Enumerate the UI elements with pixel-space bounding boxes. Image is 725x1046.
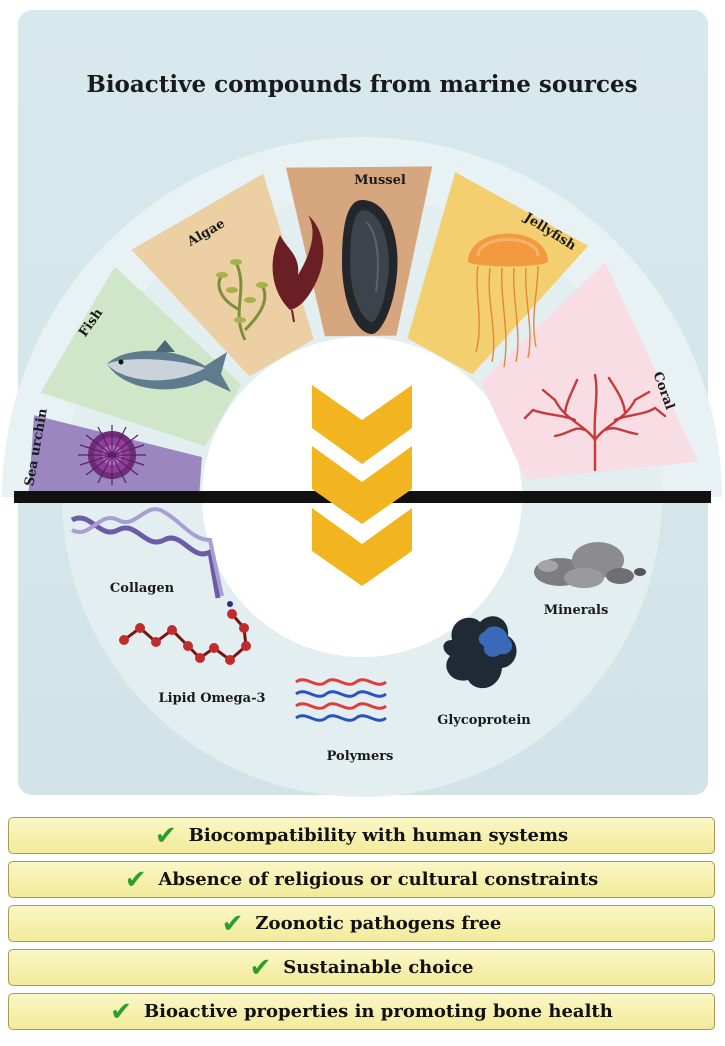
benefits-list: ✔ Biocompatibility with human systems ✔ … [8, 817, 715, 1037]
omega3-molecule-icon [119, 601, 251, 665]
collagen-helix-icon [70, 507, 224, 599]
source-label-mussel: Mussel [354, 173, 406, 188]
sea-urchin-icon [78, 425, 146, 485]
compound-label-minerals: Minerals [544, 603, 609, 618]
benefit-item: ✔ Zoonotic pathogens free [8, 905, 715, 942]
compound-label-polymers: Polymers [327, 749, 394, 764]
checkmark-icon: ✔ [124, 864, 147, 895]
glycoprotein-icon [443, 616, 517, 689]
algae-icon [216, 215, 324, 341]
minerals-stones-icon [534, 542, 646, 588]
compound-label-lipid-omega-3: Lipid Omega-3 [158, 691, 265, 706]
checkmark-icon: ✔ [110, 996, 132, 1027]
compound-label-collagen: Collagen [110, 581, 175, 596]
benefit-text: Absence of religious or cultural constra… [158, 869, 599, 890]
benefit-item: ✔ Biocompatibility with human systems [8, 817, 715, 854]
benefit-text: Bioactive properties in promoting bone h… [143, 1001, 613, 1022]
segment-coral [480, 262, 699, 480]
fish-icon [107, 340, 231, 392]
compound-label-glycoprotein: Glycoprotein [437, 713, 531, 728]
benefit-item: ✔ Absence of religious or cultural const… [8, 861, 715, 898]
benefit-text: Zoonotic pathogens free [255, 913, 502, 934]
benefit-item: ✔ Sustainable choice [8, 949, 715, 986]
segment-jellyfish [407, 172, 589, 375]
benefit-text: Biocompatibility with human systems [188, 825, 569, 846]
jellyfish-icon [468, 233, 548, 368]
downward-chevron-arrows [312, 385, 412, 586]
polymer-chains-icon [295, 678, 387, 722]
diagram-title: Bioactive compounds from marine sources [86, 71, 637, 98]
benefit-text: Sustainable choice [283, 957, 474, 978]
checkmark-icon: ✔ [221, 908, 244, 939]
benefit-item: ✔ Bioactive properties in promoting bone… [8, 993, 715, 1030]
source-segments [28, 166, 699, 497]
checkmark-icon: ✔ [154, 820, 177, 851]
coral-icon [523, 373, 667, 472]
checkmark-icon: ✔ [249, 952, 272, 983]
mussel-icon [342, 200, 398, 334]
marine-sources-diagram: Bioactive compounds from marine sources [2, 10, 722, 797]
